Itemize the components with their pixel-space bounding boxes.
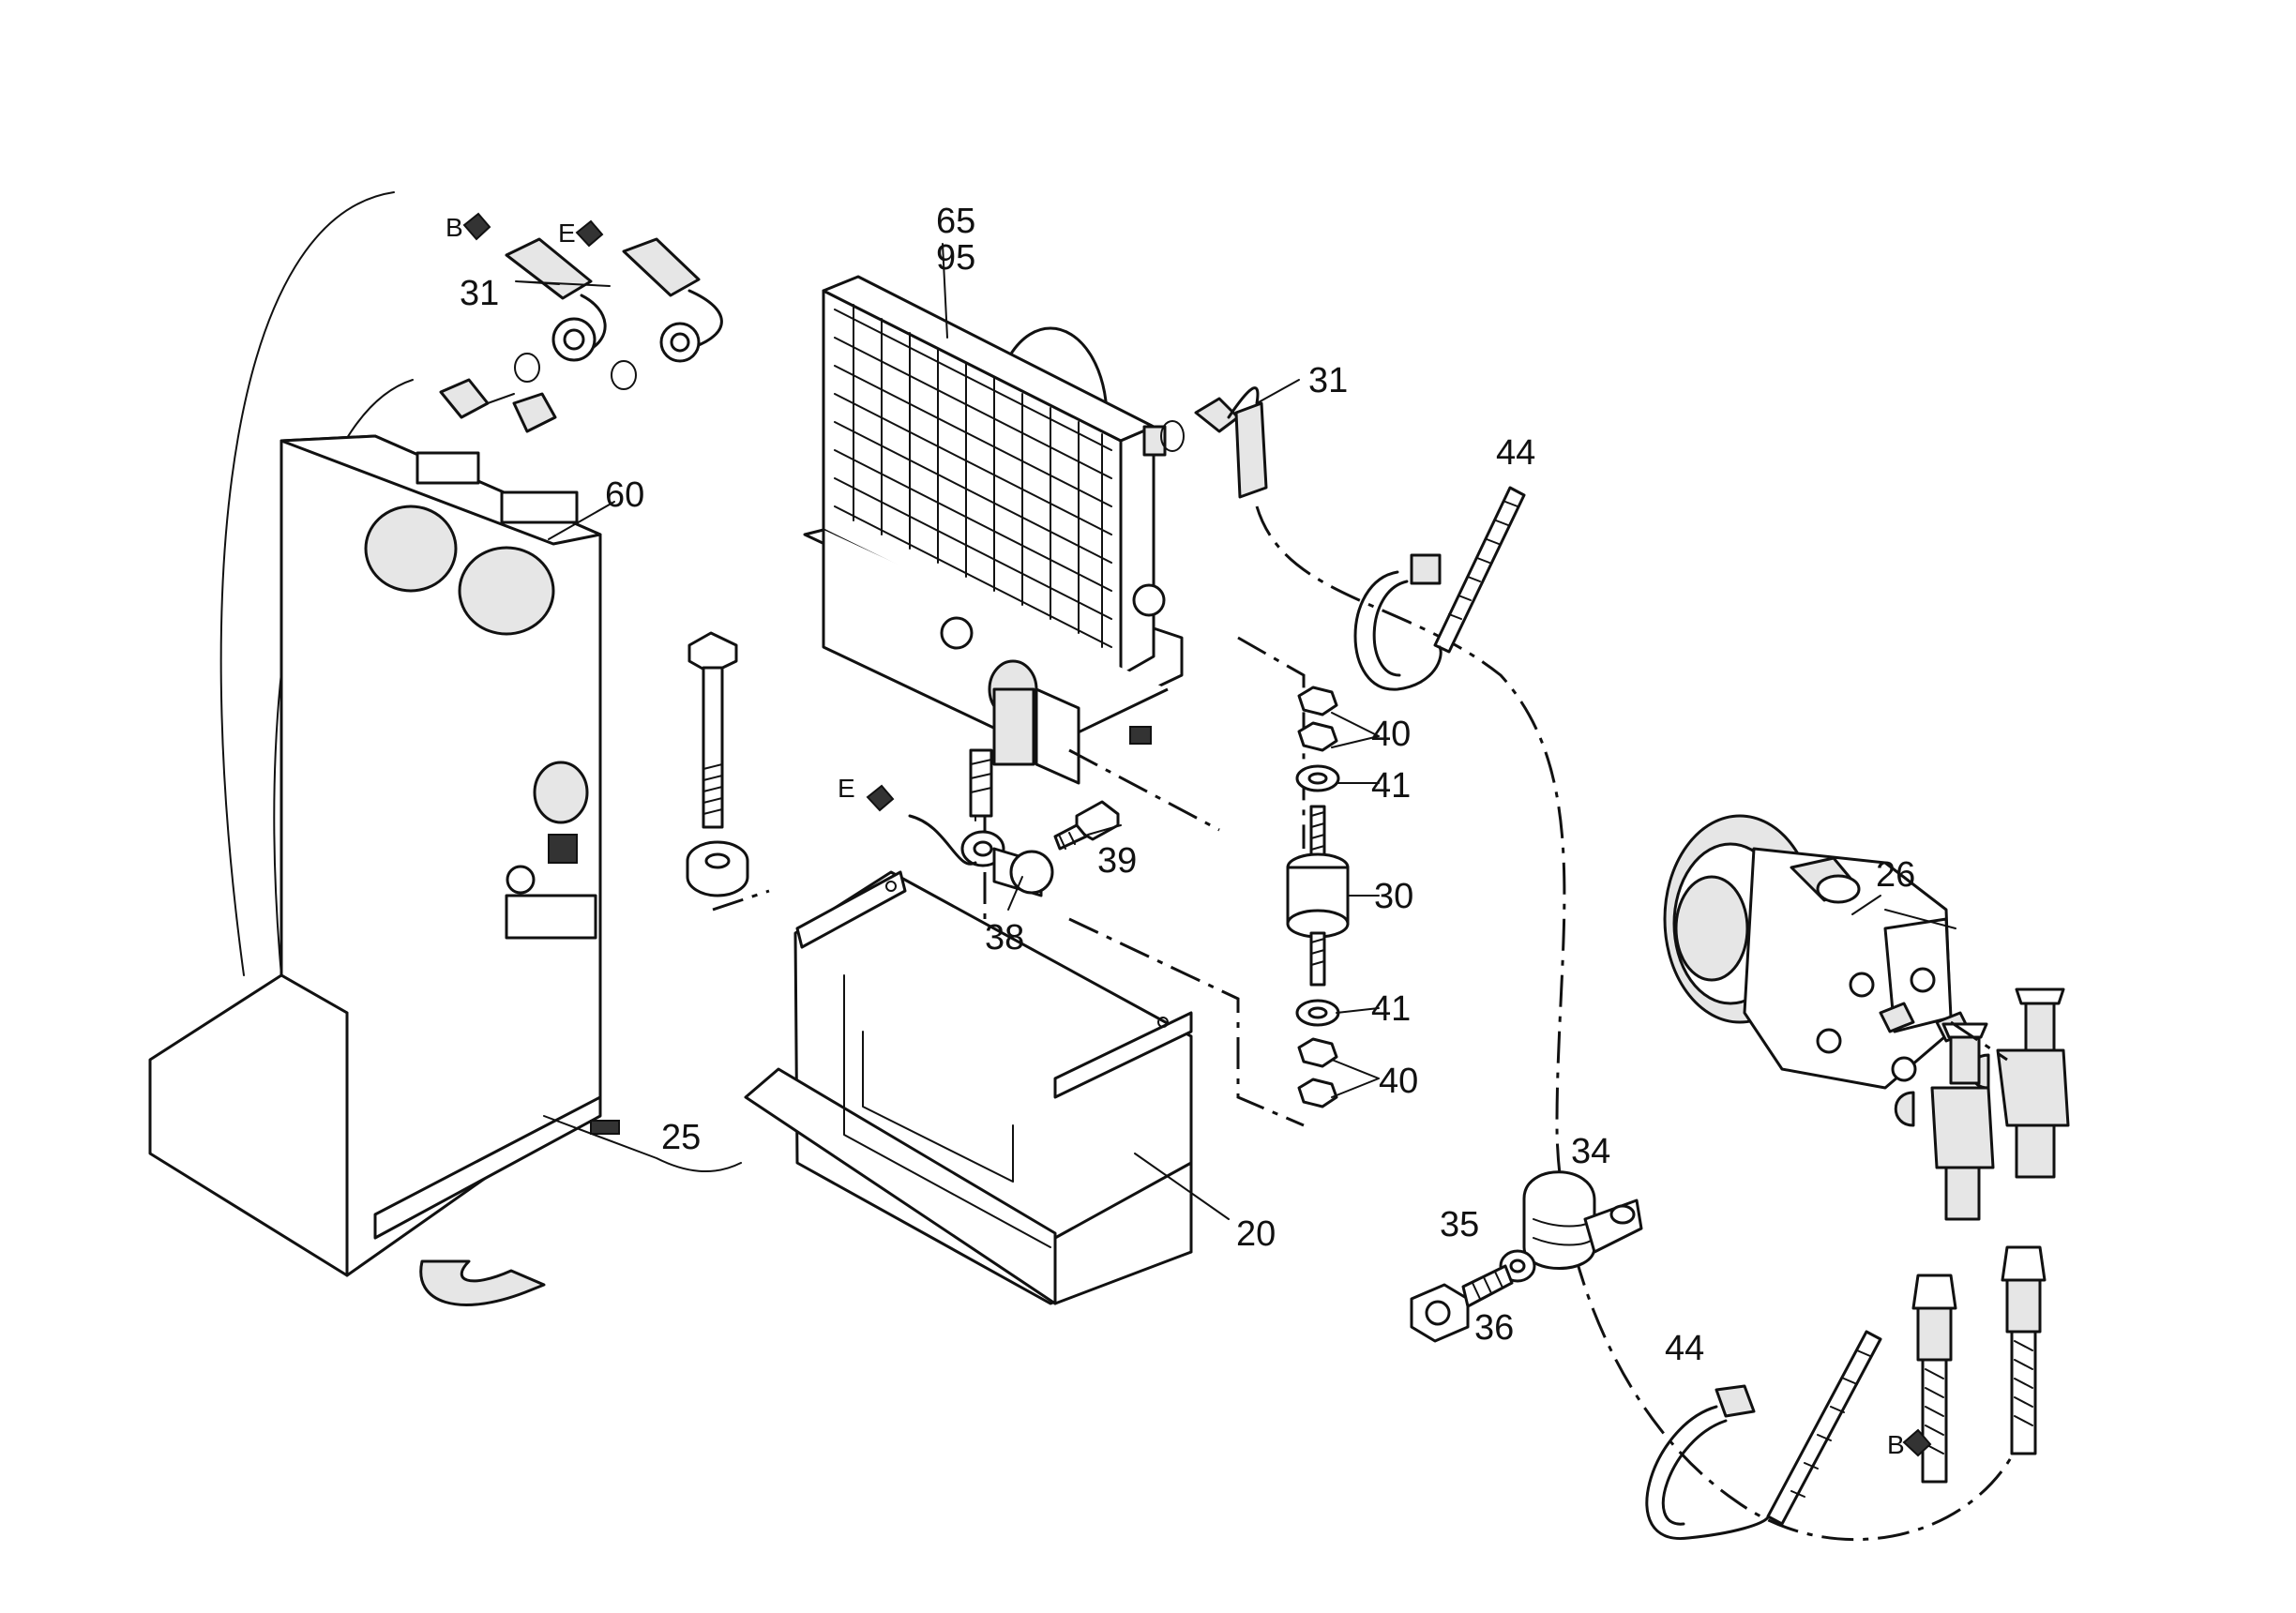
arrow-label-b-bottom: B: [1887, 1430, 1905, 1459]
label-38: 38: [985, 918, 1024, 957]
label-26: 26: [1876, 855, 1915, 895]
direction-letters: B E E B: [446, 213, 1905, 1459]
mounting-bracket: [744, 870, 1193, 1305]
cable-tie-bottom: [1645, 1330, 1882, 1540]
arrow-e-mid-icon: [866, 784, 895, 812]
leader-lines: [548, 243, 1881, 1220]
label-31-right: 31: [1308, 361, 1348, 400]
part-labels: 65 95 31 31 60 44 40 41 30 39 38 26 41 4…: [460, 202, 1915, 1368]
arrow-label-b-top: B: [446, 213, 463, 242]
label-40-top: 40: [1371, 715, 1411, 754]
hose-clamp-assembly: [1410, 1170, 1643, 1343]
label-95: 95: [936, 238, 975, 278]
cable-tie-top: [1353, 486, 1526, 691]
label-30: 30: [1374, 877, 1413, 916]
arrow-label-e-top: E: [558, 219, 576, 248]
label-36: 36: [1474, 1308, 1514, 1348]
long-bolt-with-washer: [686, 631, 749, 897]
hose-fittings-top: [439, 212, 723, 433]
label-39: 39: [1097, 841, 1137, 881]
label-31-top: 31: [460, 274, 499, 313]
label-20: 20: [1236, 1214, 1276, 1254]
label-25: 25: [661, 1118, 701, 1157]
label-41-bottom: 41: [1371, 989, 1411, 1029]
clamp-and-bolt: [908, 748, 1120, 897]
evaporator-unit: [803, 275, 1268, 822]
label-44-bottom: 44: [1665, 1329, 1704, 1368]
cab-panel-assembly: [148, 191, 742, 1306]
compressor-assembly: [1663, 814, 1971, 1090]
label-60: 60: [605, 475, 644, 515]
hoses-bottom-right: [1902, 1245, 2047, 1484]
label-35: 35: [1440, 1205, 1479, 1244]
label-34: 34: [1571, 1132, 1610, 1171]
label-40-bottom: 40: [1379, 1062, 1418, 1101]
label-44-top: 44: [1496, 433, 1535, 473]
label-65: 65: [936, 202, 975, 241]
label-41-top: 41: [1371, 766, 1411, 806]
compressor-tee-fittings: [1894, 987, 2070, 1221]
evaporator-grille: [834, 304, 1112, 648]
vibration-mount-stack: [1286, 686, 1380, 1108]
arrow-label-e-mid: E: [838, 774, 855, 803]
